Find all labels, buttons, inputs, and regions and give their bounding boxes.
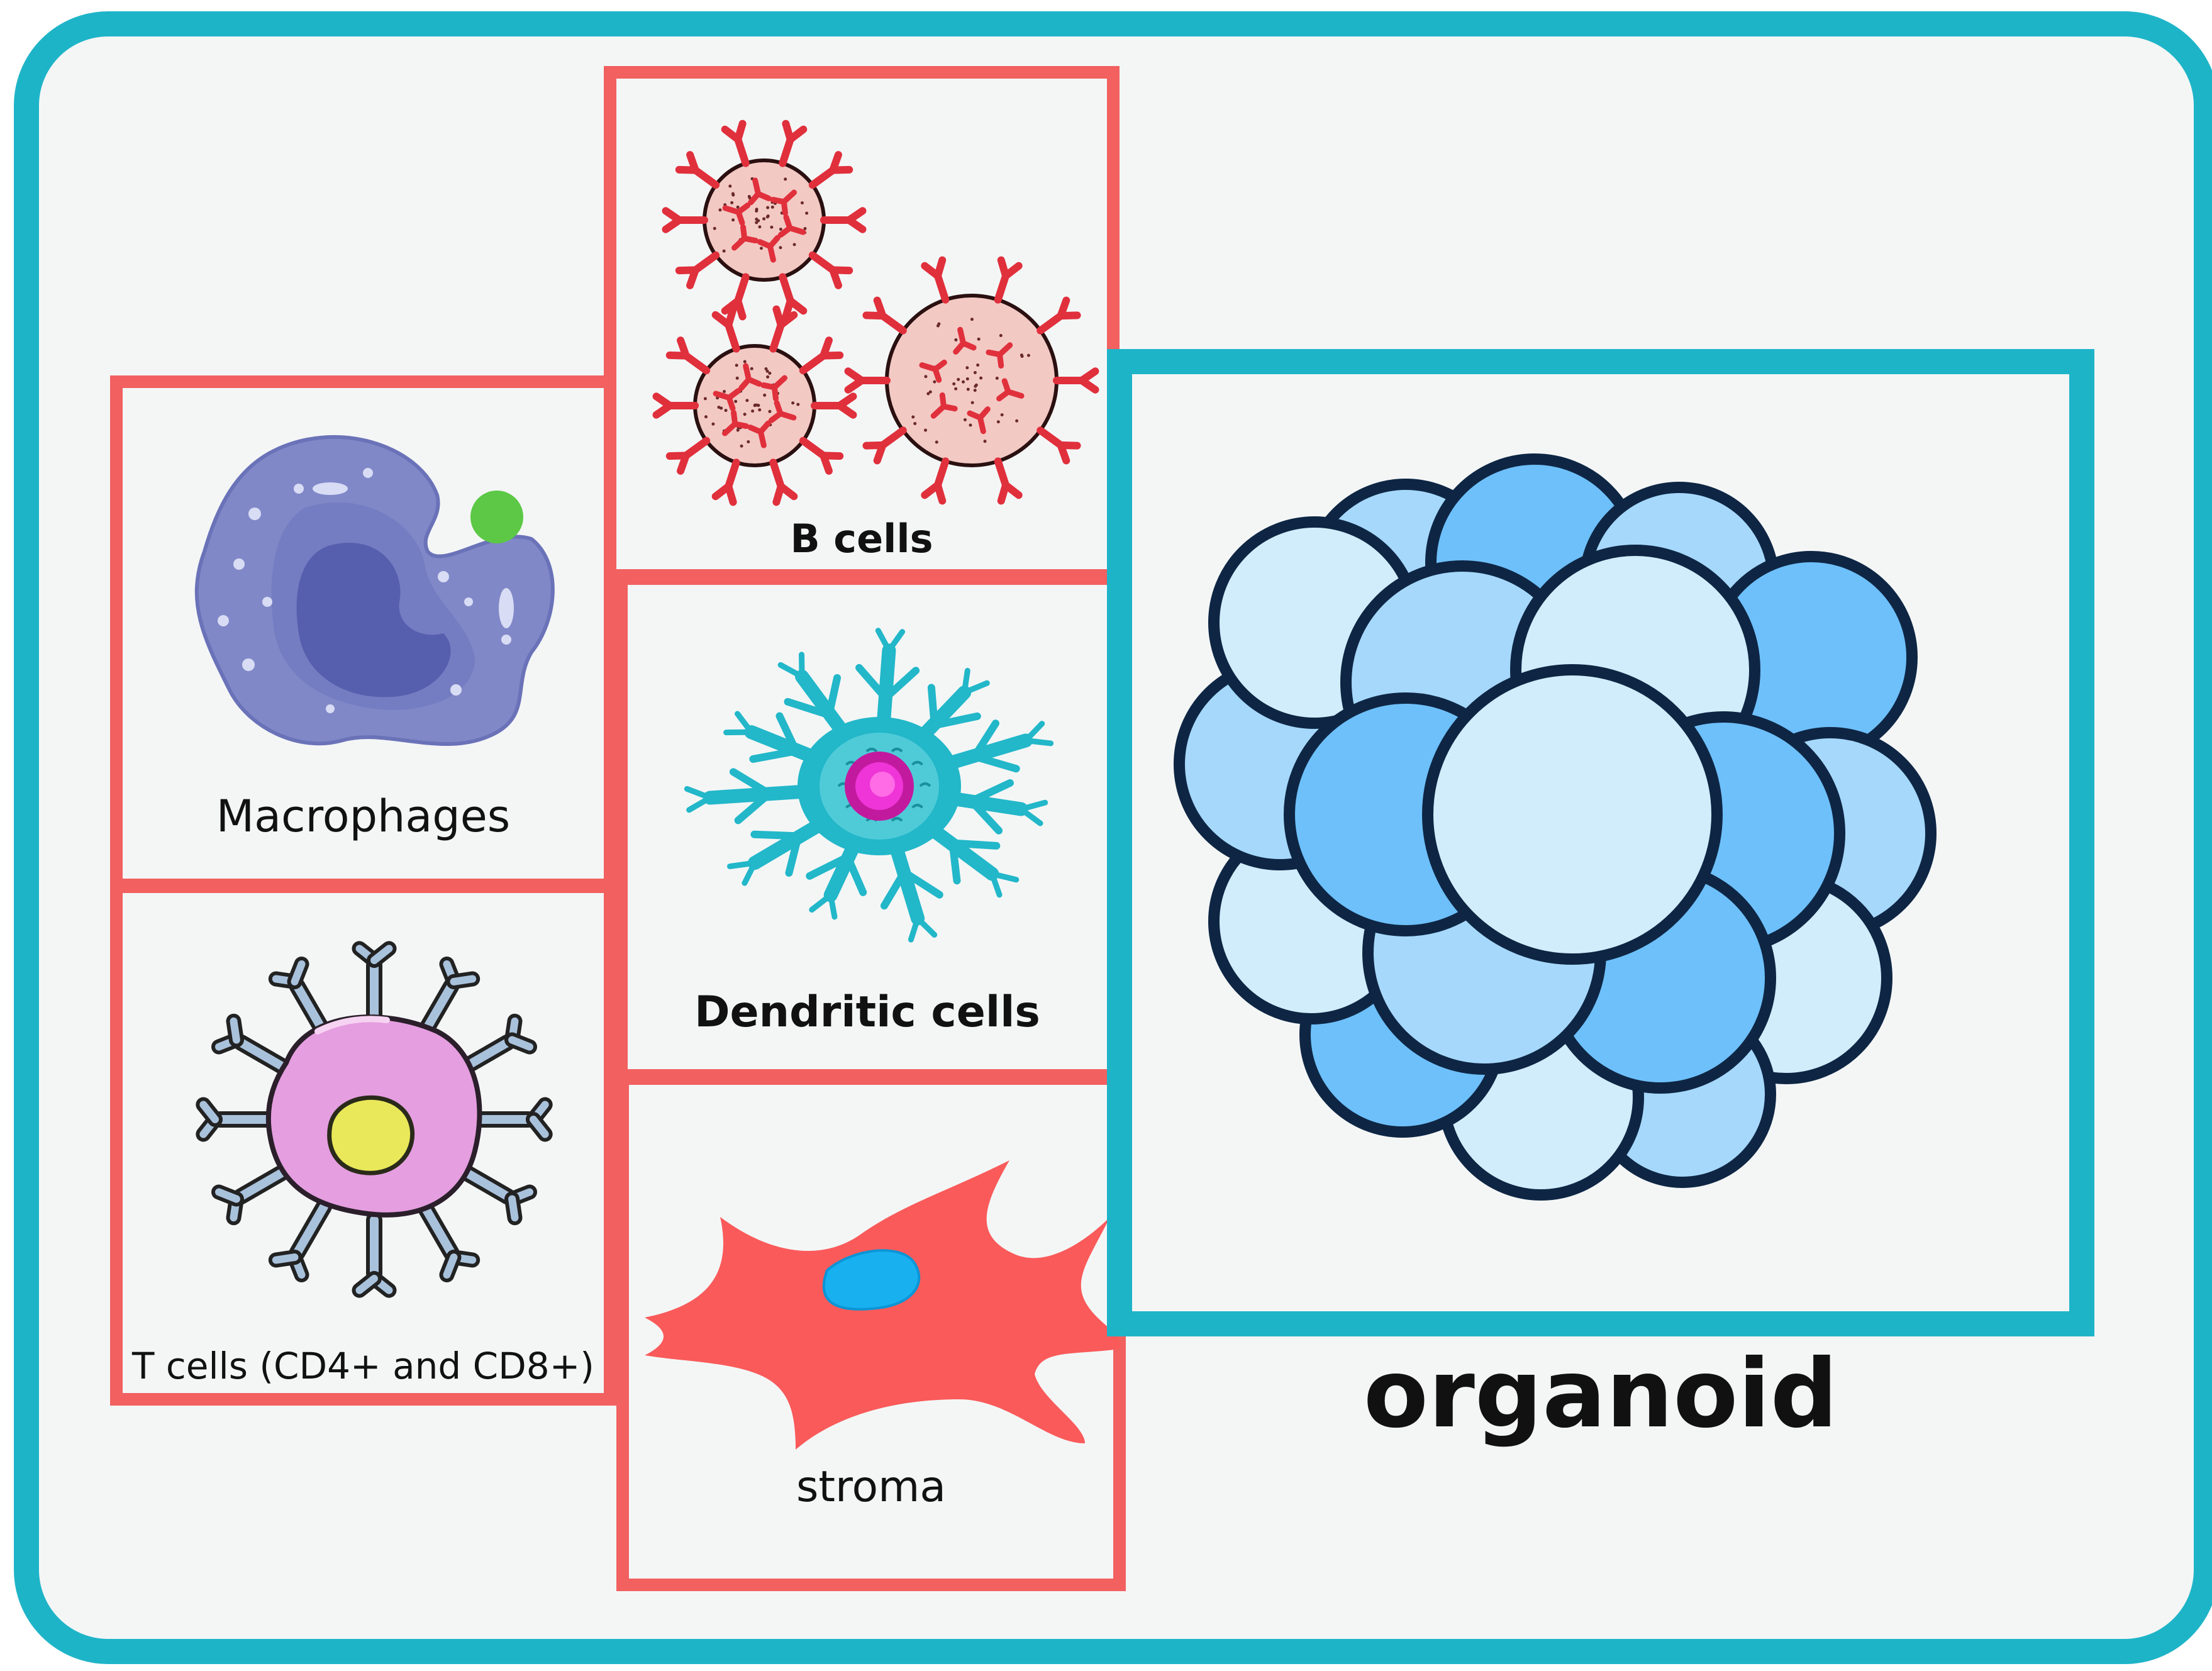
organoid-icon [1132,374,2069,1311]
macrophages-panel: Macrophages [110,375,616,891]
stroma-label: stroma [629,1462,1113,1512]
b-cells-label: B cells [616,516,1107,562]
stroma-icon [632,1148,1123,1462]
macrophages-label: Macrophages [123,791,604,842]
b-cells-panel: B cells [604,66,1120,582]
t-cells-panel: T cells (CD4+ and CD8+) [110,880,616,1406]
dendritic-cells-panel: Dendritic cells [615,572,1120,1082]
t-cell-icon [192,937,557,1302]
t-cells-label: T cells (CD4+ and CD8+) [123,1345,604,1387]
dendritic-cell-icon [665,613,1093,953]
b-cells-icon [654,116,1107,519]
stroma-panel: stroma [616,1072,1126,1591]
macrophage-icon [179,413,569,765]
dendritic-cells-label: Dendritic cells [628,987,1107,1037]
organoid-label: organoid [1107,1340,2094,1449]
organoid-panel [1107,349,2094,1336]
